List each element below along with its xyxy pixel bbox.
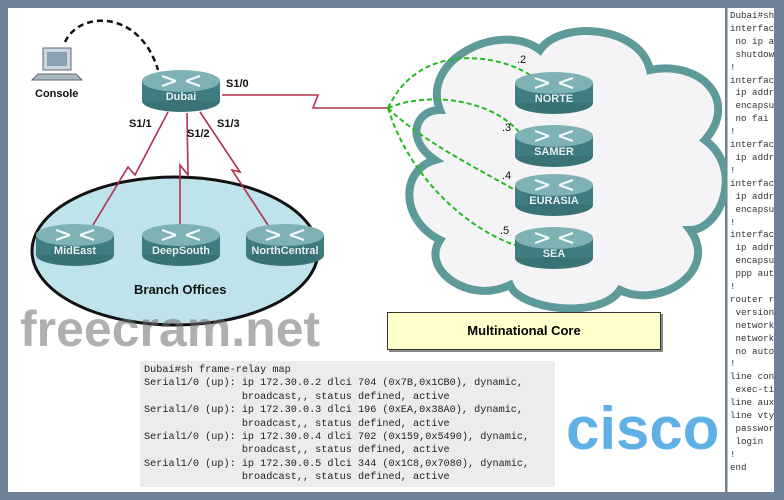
router-label: EURASIA bbox=[529, 195, 579, 207]
branch-offices-label: Branch Offices bbox=[134, 282, 227, 297]
config-line: shutdow bbox=[730, 48, 775, 60]
router-eurasia[interactable]: EURASIA bbox=[513, 172, 595, 218]
config-line: ip addr bbox=[730, 242, 775, 254]
interface-label-s1-1: S1/1 bbox=[129, 118, 152, 130]
router-mideast[interactable]: MidEast bbox=[34, 222, 116, 268]
site-watermark: freecram.net bbox=[20, 301, 321, 357]
console-label: Console bbox=[35, 88, 79, 100]
host-id-eurasia: .4 bbox=[502, 170, 512, 182]
router-dubai[interactable]: Dubai bbox=[140, 68, 222, 114]
cli-line: broadcast,, status defined, active bbox=[144, 418, 450, 430]
router-label: NORTE bbox=[534, 93, 574, 105]
frame-relay-cloud bbox=[405, 27, 730, 313]
config-line: end bbox=[730, 461, 747, 473]
config-line: ! bbox=[730, 164, 736, 176]
config-line: no fai bbox=[730, 113, 769, 125]
config-line: router r bbox=[730, 293, 774, 305]
cli-line: Dubai#sh frame-relay map bbox=[144, 365, 291, 376]
cli-line: broadcast,, status defined, active bbox=[144, 445, 450, 457]
config-line: interfac bbox=[730, 22, 774, 34]
config-line: ! bbox=[730, 448, 736, 460]
config-line: network bbox=[730, 319, 775, 331]
link-s1-0 bbox=[222, 94, 388, 109]
config-line: line vty bbox=[730, 410, 774, 422]
config-line: passwor bbox=[730, 423, 775, 434]
interface-label-s1-3: S1/3 bbox=[217, 118, 240, 130]
pvc-norte bbox=[387, 57, 531, 109]
config-line: ! bbox=[730, 61, 736, 73]
config-line: ppp aut bbox=[730, 268, 775, 280]
config-line: ip addr bbox=[730, 190, 775, 202]
config-line: ip addr bbox=[730, 87, 775, 99]
config-line: Dubai#sh bbox=[730, 10, 774, 21]
config-line: exec-ti bbox=[730, 384, 775, 396]
config-line: encapsu bbox=[730, 255, 775, 267]
router-label: NorthCentral bbox=[251, 245, 319, 257]
link-s1-1 bbox=[92, 111, 169, 226]
link-s1-3 bbox=[199, 111, 269, 226]
interface-label-s1-0: S1/0 bbox=[226, 78, 249, 90]
pvc-eurasia bbox=[387, 107, 516, 191]
router-label: SAMER bbox=[534, 146, 574, 158]
cli-line: Serial1/0 (up): ip 172.30.0.2 dlci 704 (… bbox=[144, 378, 524, 390]
router-label: SEA bbox=[542, 248, 566, 260]
cli-line: Serial1/0 (up): ip 172.30.0.3 dlci 196 (… bbox=[144, 405, 524, 417]
config-line: encapsu bbox=[730, 203, 775, 215]
router-label: DeepSouth bbox=[151, 245, 211, 257]
router-deepsouth[interactable]: DeepSouth bbox=[140, 222, 222, 268]
pvc-samer bbox=[387, 98, 526, 141]
config-line: login bbox=[730, 435, 764, 447]
config-line: no auto bbox=[730, 345, 775, 357]
console-pc-icon bbox=[30, 47, 84, 81]
multinational-core-label: Multinational Core bbox=[387, 312, 661, 350]
config-line: ! bbox=[730, 281, 736, 293]
config-line: interfac bbox=[730, 139, 774, 151]
config-line: no ip a bbox=[730, 35, 775, 47]
config-line: ! bbox=[730, 216, 736, 228]
host-id-samer: .3 bbox=[502, 122, 512, 134]
pvc-sea bbox=[387, 107, 516, 246]
router-label: MidEast bbox=[53, 245, 97, 257]
router-norte[interactable]: NORTE bbox=[513, 70, 595, 116]
config-line: interfac bbox=[730, 177, 774, 189]
router-label: Dubai bbox=[165, 91, 197, 103]
interface-label-s1-2: S1/2 bbox=[187, 128, 210, 140]
cli-line: Serial1/0 (up): ip 172.30.0.4 dlci 702 (… bbox=[144, 432, 530, 444]
cli-line: Serial1/0 (up): ip 172.30.0.5 dlci 344 (… bbox=[144, 458, 530, 470]
config-line: network bbox=[730, 332, 775, 344]
cli-line: broadcast,, status defined, active bbox=[144, 472, 450, 484]
config-line: version bbox=[730, 306, 775, 318]
config-line: interfac bbox=[730, 74, 774, 86]
cisco-logo-watermark: cisco bbox=[566, 395, 720, 462]
router-sea[interactable]: SEA bbox=[513, 225, 595, 271]
console-cable bbox=[63, 19, 160, 71]
config-line: encapsu bbox=[730, 100, 775, 112]
config-line: interfac bbox=[730, 229, 774, 241]
host-id-norte: .2 bbox=[517, 54, 527, 66]
router-northcentral[interactable]: NorthCentral bbox=[244, 222, 326, 268]
config-line: line con bbox=[730, 371, 774, 383]
config-line: ip addr bbox=[730, 151, 775, 163]
config-line: ! bbox=[730, 358, 736, 370]
cli-line: broadcast,, status defined, active bbox=[144, 391, 450, 403]
host-id-sea: .5 bbox=[500, 225, 510, 237]
config-line: line aux bbox=[730, 397, 774, 409]
config-line: ! bbox=[730, 126, 736, 138]
router-samer[interactable]: SAMER bbox=[513, 123, 595, 169]
link-s1-2 bbox=[179, 112, 189, 225]
